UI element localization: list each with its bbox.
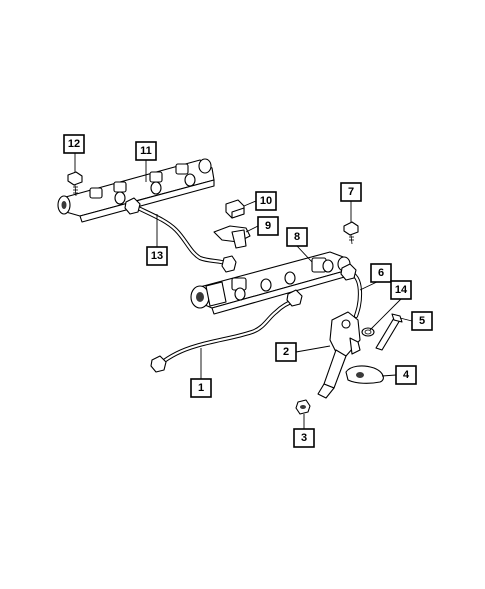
callout-13: 13 <box>146 246 168 266</box>
svg-text:13: 13 <box>151 250 163 262</box>
upper-fuel-rail <box>57 158 215 223</box>
seal-14 <box>361 327 375 337</box>
hold-down-clamp-4 <box>345 365 384 384</box>
svg-text:1: 1 <box>198 382 204 394</box>
stud-5 <box>375 313 403 351</box>
svg-text:6: 6 <box>378 267 384 279</box>
callout-1: 1 <box>190 378 212 398</box>
callout-7: 7 <box>340 182 362 202</box>
callout-10: 10 <box>255 191 277 211</box>
connector-line-6 <box>340 263 363 319</box>
svg-text:10: 10 <box>260 195 272 207</box>
bracket-9 <box>213 225 251 249</box>
svg-text:14: 14 <box>395 284 408 296</box>
fuel-injector-2 <box>317 311 361 399</box>
callout-8: 8 <box>286 227 308 247</box>
callout-12: 12 <box>63 134 85 154</box>
bolt-12 <box>67 171 83 197</box>
svg-text:8: 8 <box>294 231 300 243</box>
callout-6: 6 <box>370 263 392 283</box>
clip-10 <box>225 199 245 219</box>
callout-2: 2 <box>275 342 297 362</box>
svg-text:3: 3 <box>301 432 307 444</box>
callout-5: 5 <box>411 311 433 331</box>
svg-text:5: 5 <box>419 315 425 327</box>
leader-lines <box>74 153 413 429</box>
callout-3: 3 <box>293 428 315 448</box>
svg-text:9: 9 <box>265 220 271 232</box>
svg-text:7: 7 <box>348 186 354 198</box>
injector-supply-line-1 <box>150 289 303 373</box>
callout-9: 9 <box>257 216 279 236</box>
nut-3 <box>295 399 311 415</box>
svg-text:2: 2 <box>283 346 289 358</box>
svg-text:11: 11 <box>140 145 152 157</box>
bolt-7 <box>343 221 359 245</box>
callout-14: 14 <box>390 280 412 300</box>
svg-text:4: 4 <box>403 369 410 381</box>
svg-text:12: 12 <box>68 138 80 150</box>
lower-fuel-rail <box>190 251 351 315</box>
callout-4: 4 <box>395 365 417 385</box>
callout-11: 11 <box>135 141 157 161</box>
